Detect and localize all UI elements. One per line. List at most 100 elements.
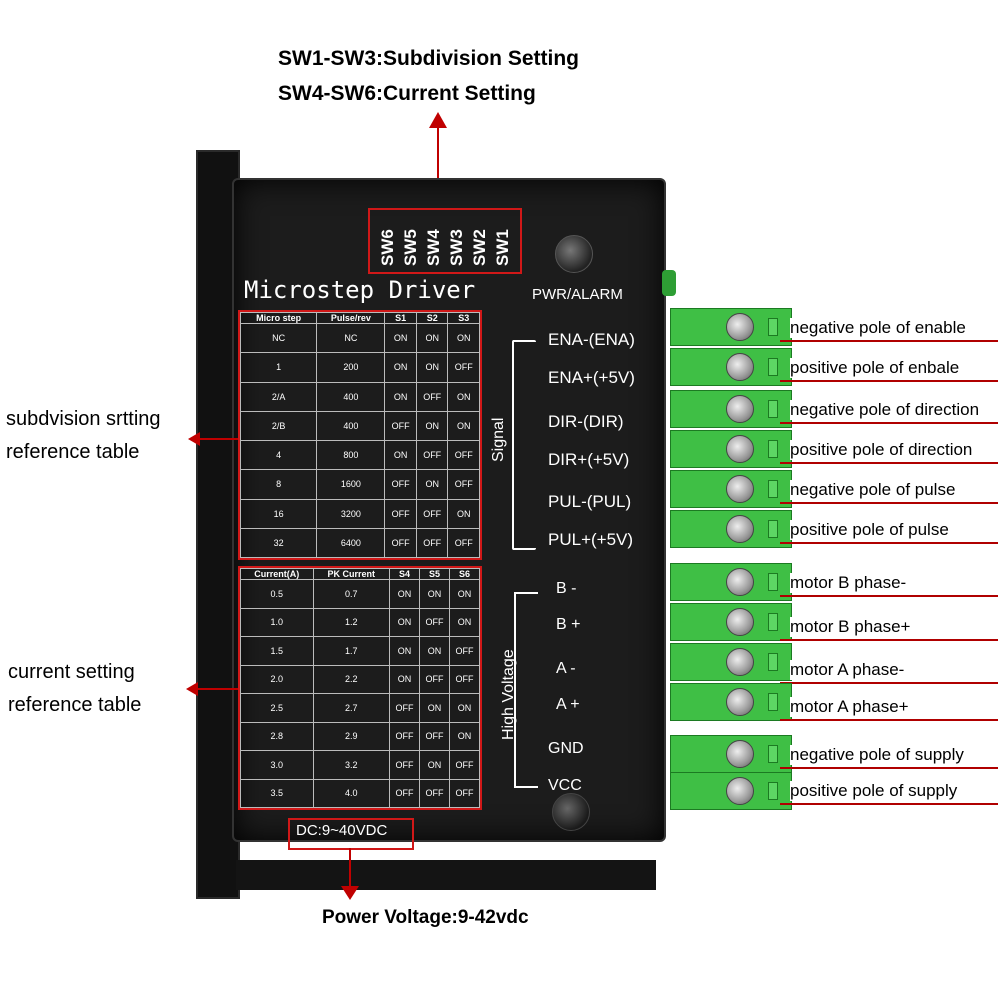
terminal-screw-icon <box>726 648 754 676</box>
bottom-arrowhead <box>341 886 359 900</box>
current-table-cell: OFF <box>389 693 421 723</box>
current-table-cell: 1.0 <box>240 607 314 637</box>
subdivision-table-cell: ON <box>447 381 480 412</box>
terminal-slot-icon <box>768 693 778 711</box>
terminal-screw-icon <box>726 740 754 768</box>
current-table-cell: ON <box>449 693 480 723</box>
device-title: Microstep Driver <box>244 276 476 304</box>
current-table-cell: OFF <box>389 778 421 808</box>
power-pin-label: B + <box>556 616 581 633</box>
subdivision-table-cell: ON <box>384 381 417 412</box>
subdivision-table-cell: ON <box>415 352 449 383</box>
subdivision-table-header: Micro step <box>239 312 318 324</box>
subdivision-table-cell: ON <box>384 352 417 383</box>
subdivision-table-cell: 1 <box>239 352 318 383</box>
terminal-label: negative pole of pulse <box>790 480 956 500</box>
terminal-leader-line <box>780 719 998 721</box>
current-table-cell: 4.0 <box>312 778 391 808</box>
subdivision-table-cell: OFF <box>447 352 480 383</box>
power-pin-label: GND <box>548 740 584 757</box>
terminal-screw-icon <box>726 395 754 423</box>
bottom-callout: Power Voltage:9-42vdc <box>322 907 529 928</box>
subdivision-callout-line2: reference table <box>6 441 140 463</box>
subdivision-table-cell: 16 <box>239 498 318 529</box>
subdivision-table-cell: ON <box>447 410 480 442</box>
subdivision-table-cell: NC <box>316 322 386 354</box>
subdivision-table-cell: OFF <box>415 381 449 412</box>
subdivision-table-header: Pulse/rev <box>316 312 386 324</box>
terminal-screw-icon <box>726 515 754 543</box>
subdivision-table-cell: 2/A <box>239 381 318 412</box>
terminal-slot-icon <box>768 782 778 800</box>
top-arrowhead <box>429 112 447 128</box>
current-table-cell: OFF <box>449 664 480 694</box>
signal-pin-label: PUL+(+5V) <box>548 530 634 549</box>
subdivision-table-cell: 400 <box>316 410 386 442</box>
switch-box <box>368 208 522 274</box>
subdivision-table-header: S1 <box>384 312 417 324</box>
terminal-slot-icon <box>768 613 778 631</box>
subdivision-table-cell: OFF <box>415 439 449 471</box>
current-table-cell: 1.7 <box>312 636 391 666</box>
led-icon <box>662 270 676 296</box>
current-table-cell: 2.0 <box>240 664 314 694</box>
top-callout-line1: SW1-SW3:Subdivision Setting <box>278 47 580 70</box>
current-table-header: Current(A) <box>240 568 314 580</box>
power-pin-label: A - <box>556 660 576 677</box>
terminal-slot-icon <box>768 520 778 538</box>
subdivision-table-cell: 6400 <box>316 527 386 559</box>
terminal-slot-icon <box>768 440 778 458</box>
current-table-cell: ON <box>389 664 421 694</box>
current-table-cell: ON <box>419 693 450 723</box>
top-arrow <box>437 125 439 210</box>
bottom-rail <box>236 860 656 890</box>
terminal-slot-icon <box>768 573 778 591</box>
signal-pin-label: DIR-(DIR) <box>548 412 624 431</box>
subdivision-table-cell: ON <box>384 322 417 354</box>
subdivision-table-cell: 1600 <box>316 469 386 500</box>
signal-pin-label: DIR+(+5V) <box>548 450 630 469</box>
terminal-slot-icon <box>768 400 778 418</box>
current-table-cell: 3.0 <box>240 750 314 780</box>
subdivision-table-cell: OFF <box>384 498 417 529</box>
terminal-label: negative pole of direction <box>790 400 980 420</box>
terminal-label: positive pole of direction <box>790 440 973 460</box>
terminal-label: motor B phase- <box>790 573 907 593</box>
current-table-cell: ON <box>419 636 450 666</box>
current-leader <box>198 688 238 690</box>
current-table-cell: ON <box>449 721 480 751</box>
current-table-cell: ON <box>389 636 421 666</box>
current-table-cell: 3.5 <box>240 778 314 808</box>
terminal-leader-line <box>780 767 998 769</box>
terminal-screw-icon <box>726 353 754 381</box>
terminal-slot-icon <box>768 480 778 498</box>
supply-box <box>288 818 414 850</box>
current-callout-line2: reference table <box>8 694 142 716</box>
hv-group-bracket <box>514 592 538 788</box>
terminal-slot-icon <box>768 318 778 336</box>
current-table-cell: OFF <box>419 778 450 808</box>
current-table-cell: OFF <box>449 750 480 780</box>
terminal-leader-line <box>780 803 998 805</box>
current-table-cell: 2.8 <box>240 721 314 751</box>
current-table-cell: 2.9 <box>312 721 391 751</box>
subdivision-table-cell: OFF <box>384 410 417 442</box>
terminal-leader-line <box>780 380 998 382</box>
subdivision-table-cell: ON <box>415 322 449 354</box>
current-table-cell: OFF <box>389 750 421 780</box>
terminal-leader-line <box>780 502 998 504</box>
subdivision-table-header: S2 <box>415 312 449 324</box>
current-table-header: PK Current <box>312 568 391 580</box>
signal-pin-label: ENA-(ENA) <box>548 330 635 349</box>
terminal-leader-line <box>780 462 998 464</box>
current-table-cell: ON <box>389 607 421 637</box>
current-table-cell: ON <box>419 579 450 609</box>
switch-label: SW1 <box>493 229 512 266</box>
